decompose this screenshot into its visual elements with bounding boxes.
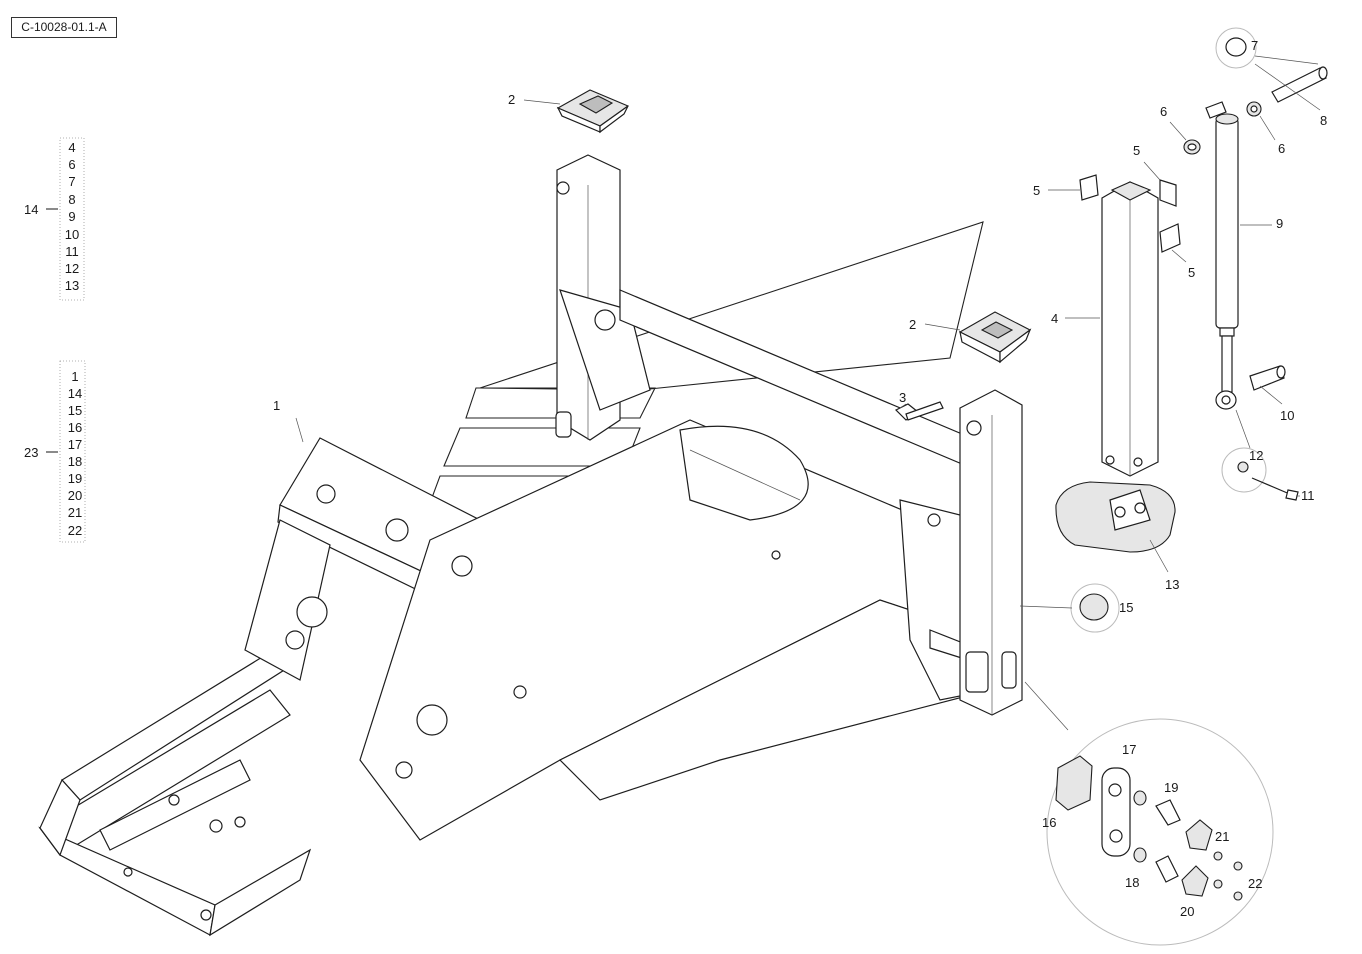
group-14-item: 4 (68, 140, 75, 155)
cylinder-part-9 (1205, 101, 1239, 410)
group-14-item: 12 (65, 261, 79, 276)
group-14-item: 11 (65, 244, 79, 259)
spacer-part-6 (1183, 101, 1262, 155)
group-14-list: 14 4 6 7 8 9 10 11 12 13 (24, 137, 85, 301)
callout-6: 6 (1160, 104, 1167, 119)
group-14-item: 8 (68, 192, 75, 207)
callout-5: 5 (1188, 265, 1195, 280)
ring-part-7 (1215, 27, 1257, 69)
callout-22: 22 (1248, 876, 1262, 891)
pad-part-2-top (556, 89, 630, 134)
callout-5: 5 (1033, 183, 1040, 198)
drawing-reference-code: C-10028-01.1-A (11, 17, 117, 38)
group-14-item: 10 (65, 227, 79, 242)
callout-5: 5 (1133, 143, 1140, 158)
callout-18: 18 (1125, 875, 1139, 890)
callout-8: 8 (1320, 113, 1327, 128)
upright-tube-part-4 (1101, 181, 1159, 477)
callout-7: 7 (1251, 38, 1258, 53)
shim-part-5 (1079, 174, 1181, 253)
group-23-item: 21 (68, 505, 82, 520)
callout-1: 1 (273, 398, 280, 413)
pad-part-2-right (958, 311, 1032, 364)
group-23-label: 23 (24, 445, 38, 460)
callout-12: 12 (1249, 448, 1263, 463)
sleeve-part-10 (1249, 365, 1286, 391)
callout-9: 9 (1276, 216, 1283, 231)
main-frame (38, 419, 1021, 937)
group-23-item: 14 (68, 386, 82, 401)
callout-4: 4 (1051, 311, 1058, 326)
detail-circle (1024, 681, 1274, 946)
callout-20: 20 (1180, 904, 1194, 919)
group-23-item: 16 (68, 420, 82, 435)
cover-part-15 (1070, 583, 1120, 633)
group-23-item: 20 (68, 488, 82, 503)
group-14-item: 9 (68, 209, 75, 224)
group-14-item: 7 (68, 174, 75, 189)
right-upright (959, 389, 1023, 716)
group-23-item: 15 (68, 403, 82, 418)
callout-17: 17 (1122, 742, 1136, 757)
left-upright (555, 154, 1001, 481)
bolt-part-11 (1221, 447, 1299, 501)
callout-21: 21 (1215, 829, 1229, 844)
callout-3: 3 (899, 390, 906, 405)
callout-13: 13 (1165, 577, 1179, 592)
callout-10: 10 (1280, 408, 1294, 423)
group-23-item: 17 (68, 437, 82, 452)
callouts: 1 2 2 3 4 5 5 5 6 6 7 8 9 10 11 12 13 15… (273, 38, 1327, 919)
callout-11: 11 (1301, 488, 1315, 503)
group-14-item: 13 (65, 278, 79, 293)
base-plate-part-13 (1055, 481, 1176, 553)
group-23-item: 22 (68, 523, 82, 538)
group-14-label: 14 (24, 202, 38, 217)
callout-2: 2 (508, 92, 515, 107)
group-23-item: 19 (68, 471, 82, 486)
bolt-part-3 (894, 401, 944, 421)
pin-part-8 (1271, 66, 1328, 103)
group-23-list: 23 1 14 15 16 17 18 19 20 21 22 (24, 360, 86, 543)
group-14-item: 6 (68, 157, 75, 172)
callout-19: 19 (1164, 780, 1178, 795)
callout-2: 2 (909, 317, 916, 332)
group-23-item: 18 (68, 454, 82, 469)
callout-15: 15 (1119, 600, 1133, 615)
callout-16: 16 (1042, 815, 1056, 830)
leader-lines (295, 55, 1321, 609)
group-23-item: 1 (71, 369, 78, 384)
callout-6: 6 (1278, 141, 1285, 156)
